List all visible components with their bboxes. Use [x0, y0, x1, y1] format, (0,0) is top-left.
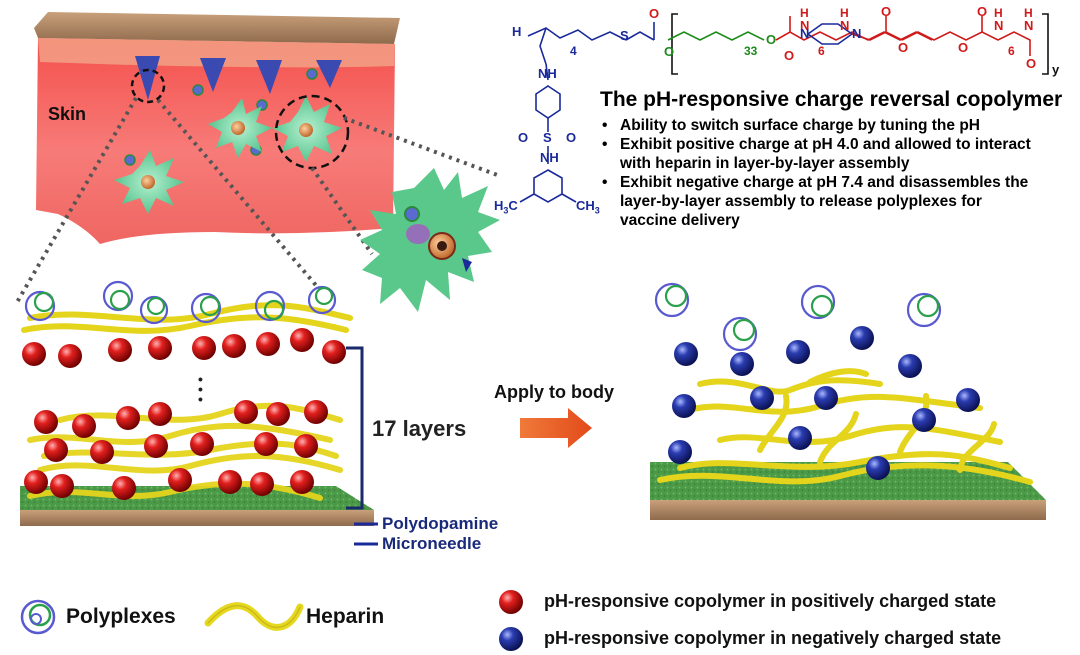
chem-n-pip2: N	[852, 26, 862, 41]
microneedle-cavity	[135, 56, 160, 100]
legend-positive: pH-responsive copolymer in positively ch…	[544, 591, 997, 611]
chem-o-carbamate3: O	[977, 4, 988, 19]
chem-sub-4: 4	[570, 44, 577, 58]
legend-heparin: Heparin	[306, 605, 385, 628]
chem-o-carbamate2: O	[958, 40, 969, 55]
chem-o-peg1: O	[664, 44, 675, 59]
layers-label: 17 layers	[372, 416, 467, 441]
bullet-item: Ability to switch surface charge by tuni…	[600, 116, 1031, 135]
polyplex-small	[306, 68, 318, 80]
apply-label: Apply to body	[494, 382, 614, 402]
legend-negative-sphere	[499, 627, 523, 651]
dendritic-cell	[208, 98, 272, 158]
chem-nh-a: NH	[538, 66, 557, 81]
dendritic-cell	[114, 150, 184, 214]
skin-section	[34, 12, 400, 244]
chem-n4: N	[1024, 18, 1034, 33]
legend-heparin-icon	[204, 602, 304, 631]
chem-n3: N	[994, 18, 1004, 33]
skin-label: Skin	[48, 104, 87, 124]
bullet-item: layer-by-layer assembly to release polyp…	[620, 193, 982, 210]
zoom-circle-small	[130, 68, 166, 104]
chem-nh-b: NH	[540, 150, 559, 165]
microneedle-base	[20, 510, 374, 526]
chem-so2-o2: O	[566, 130, 577, 145]
bullet-item: Exhibit positive charge at pH 4.0 and al…	[600, 135, 1031, 154]
polydopamine-slab	[650, 462, 1046, 500]
chem-so2-o1: O	[518, 130, 529, 145]
chem-h3: H	[994, 6, 1003, 20]
chem-sub-6b: 6	[1008, 44, 1015, 58]
layers-bracket	[346, 346, 364, 510]
microneedle-base	[650, 500, 1046, 520]
chem-o-carbonyl: O	[649, 6, 660, 21]
chem-o-carbamate1: O	[784, 48, 795, 63]
chem-n1: N	[800, 18, 810, 33]
chem-o-peg2: O	[766, 32, 777, 47]
positive-spheres-top	[22, 328, 346, 368]
skin-body	[36, 38, 395, 244]
released-polyplexes	[654, 282, 942, 352]
bullet-item: with heparin in layer-by-layer assembly	[620, 155, 910, 172]
chem-peg-n: 33	[744, 44, 758, 58]
chem-n-pip1: N	[800, 26, 810, 41]
microneedle-label: Microneedle	[382, 534, 482, 553]
microneedle-cavity	[256, 60, 282, 94]
ellipsis-dots: •••	[198, 371, 203, 407]
layer-stack-left	[20, 280, 378, 546]
chem-o-end: O	[1026, 56, 1037, 71]
skin-epidermis-band	[38, 38, 395, 68]
chem-h2: H	[840, 6, 849, 20]
chem-h4: H	[1024, 6, 1033, 20]
polyplex-small	[192, 84, 204, 96]
legend-polyplex-icon	[20, 599, 56, 635]
zoom-lines	[14, 96, 501, 306]
layer-stack-right	[650, 282, 1046, 520]
bullet-item: Exhibit negative charge at pH 7.4 and di…	[600, 173, 1031, 192]
apply-arrow	[520, 408, 592, 448]
dendritic-cell-zoomed	[360, 168, 500, 312]
polyplex-small	[124, 154, 136, 166]
skin-top-surface	[34, 12, 400, 44]
dendritic-cell	[272, 96, 342, 162]
bullet-item: vaccine delivery	[620, 212, 740, 229]
chem-h: H	[512, 24, 522, 39]
copolymer-title: The pH-responsive charge reversal copoly…	[600, 88, 1063, 111]
microneedle-cavity	[316, 60, 342, 88]
chem-y: y	[1052, 62, 1060, 77]
chem-s: S	[620, 28, 629, 43]
chem-o-ester1: O	[881, 4, 892, 19]
chem-sub-6a: 6	[818, 44, 825, 58]
negative-spheres	[668, 326, 980, 480]
chem-h1: H	[800, 6, 809, 20]
chem-so2-s: S	[543, 130, 552, 145]
positive-spheres-stack	[24, 400, 328, 500]
chem-ch3-left: H3C	[494, 198, 518, 216]
chem-o-ester2: O	[898, 40, 909, 55]
polyplex-cluster	[24, 280, 337, 325]
legend-polyplexes: Polyplexes	[66, 605, 176, 628]
microneedle-cavity	[200, 58, 226, 92]
legend-negative: pH-responsive copolymer in negatively ch…	[544, 628, 1002, 648]
polyplex-small	[404, 206, 420, 222]
copolymer-bullets: Ability to switch surface charge by tuni…	[600, 116, 1031, 230]
chemical-structure	[519, 13, 1049, 203]
chem-n2: N	[840, 18, 850, 33]
polydopamine-label: Polydopamine	[382, 514, 499, 533]
chem-ch3-right: CH3	[576, 198, 600, 216]
legend-positive-sphere	[499, 590, 523, 614]
